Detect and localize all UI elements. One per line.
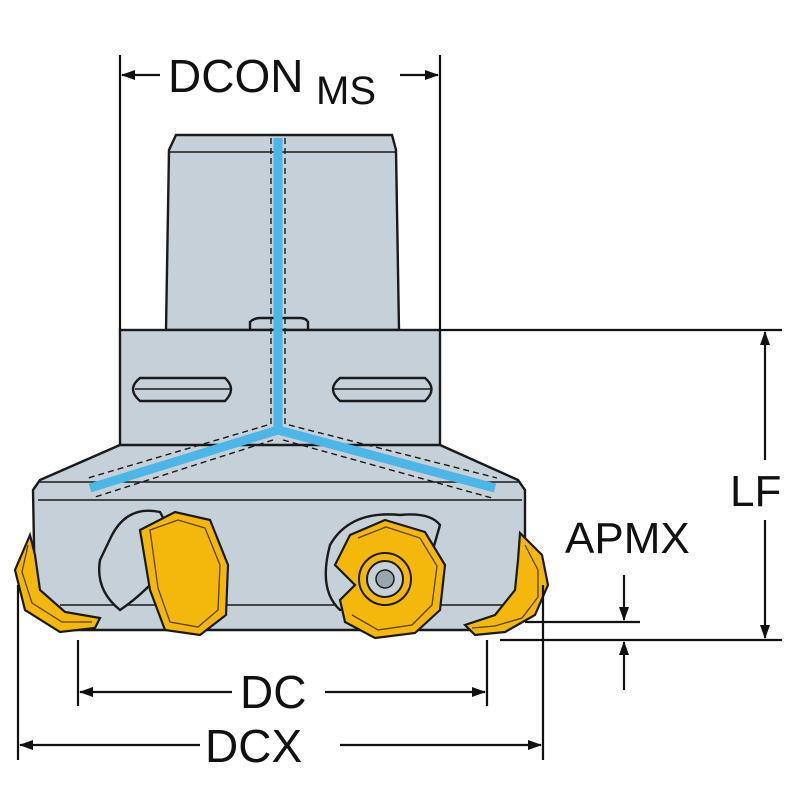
- apmx-label: APMX: [565, 514, 690, 563]
- lf-label: LF: [730, 467, 781, 516]
- dimension-dcon-ms: DCON MS: [118, 50, 442, 330]
- dcon-label: DCON: [168, 50, 303, 102]
- dc-label: DC: [240, 666, 306, 718]
- dcx-label: DCX: [205, 720, 302, 772]
- cutting-inserts: [13, 510, 550, 640]
- coolant-channels: [87, 138, 498, 499]
- dimension-dcx: DCX: [16, 585, 545, 772]
- insert-left: [138, 510, 230, 637]
- insert-right: [462, 530, 550, 637]
- dcon-subscript: MS: [316, 69, 376, 113]
- dimension-apmx: APMX: [525, 514, 690, 690]
- dimension-dc: DC: [76, 640, 489, 718]
- dimension-lf: LF: [440, 328, 782, 642]
- insert-far-left: [13, 531, 102, 634]
